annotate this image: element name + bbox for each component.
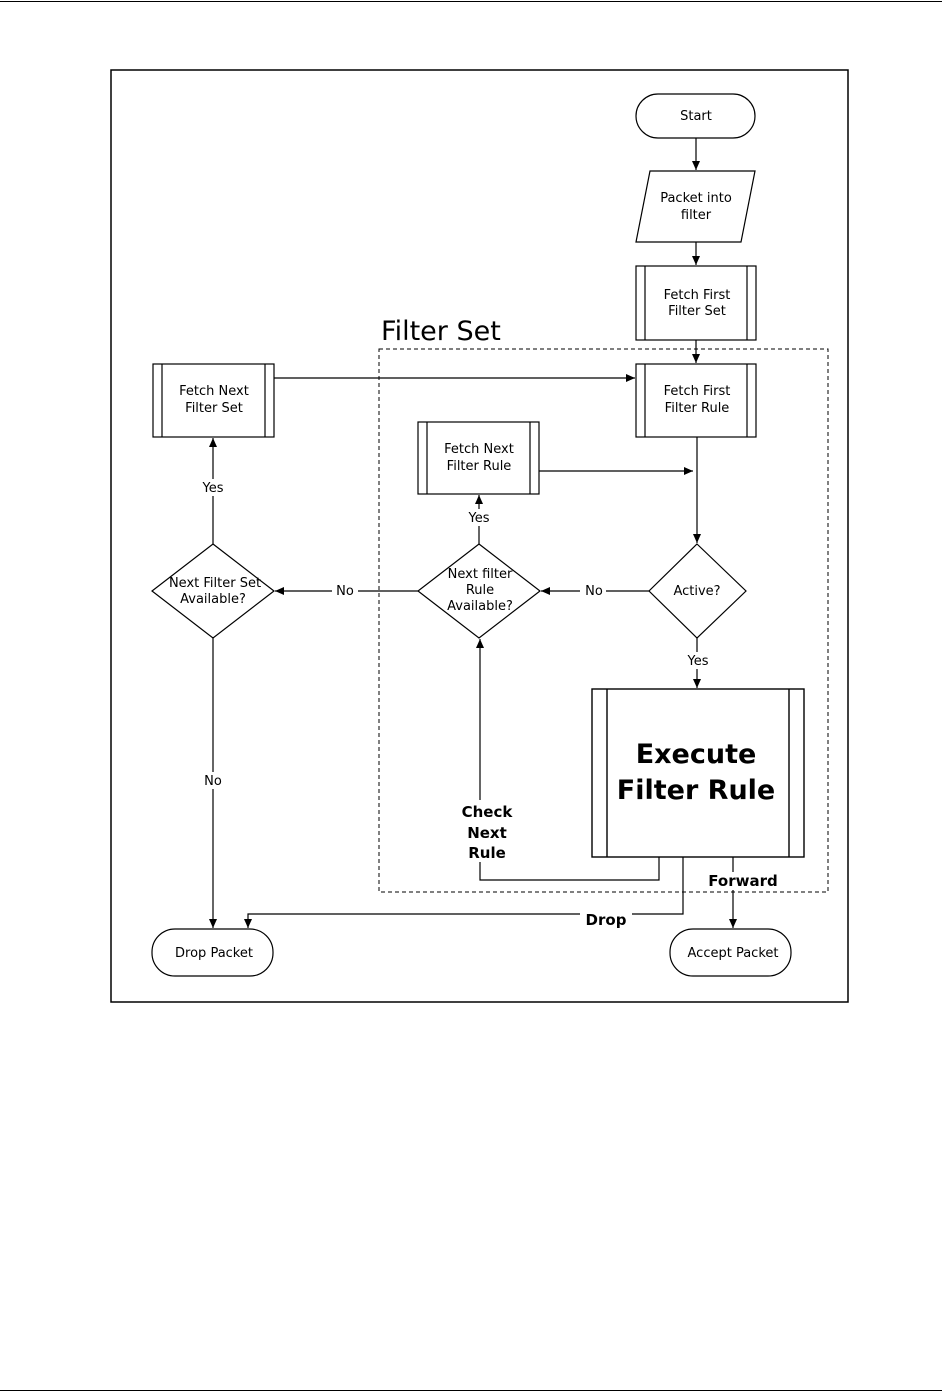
fetch-next-filter-rule-line-1: Fetch Next	[444, 442, 514, 457]
fetch-next-filter-rule-node: Fetch Next Filter Rule	[417, 421, 540, 495]
fetch-first-filter-rule-line-2: Filter Rule	[665, 401, 730, 416]
next-rule-yes-label: Yes	[468, 511, 490, 526]
next-set-available-line-2: Available?	[180, 592, 246, 607]
next-filter-rule-available-decision: Next filter Rule Available?	[417, 543, 541, 639]
next-rule-yes-label-bg	[465, 509, 495, 526]
drop-label: Drop	[586, 911, 627, 929]
fetch-first-filter-set-line-1: Fetch First	[664, 288, 731, 303]
fetch-next-filter-rule-line-2: Filter Rule	[447, 459, 512, 474]
next-set-no-label-bg	[200, 772, 226, 789]
accept-packet-label: Accept Packet	[688, 946, 779, 961]
next-rule-no-label: No	[336, 584, 354, 599]
check-next-rule-line-1: Check	[462, 803, 514, 821]
execute-filter-rule-line-2: Filter Rule	[617, 775, 775, 806]
start-node: Start	[635, 93, 756, 139]
next-set-yes-label-bg	[198, 479, 228, 496]
next-set-available-line-1: Next Filter Set	[169, 576, 261, 591]
execute-filter-rule-node: Execute Filter Rule	[591, 688, 805, 858]
filter-set-group-label: Filter Set	[381, 316, 501, 347]
fetch-next-filter-set-line-1: Fetch Next	[179, 384, 249, 399]
next-filter-set-available-decision: Next Filter Set Available?	[151, 543, 275, 639]
fetch-first-filter-set-node: Fetch First Filter Set	[635, 265, 757, 341]
execute-filter-rule-line-1: Execute	[636, 739, 757, 770]
fetch-first-filter-set-line-2: Filter Set	[668, 304, 726, 319]
check-next-rule-line-3: Rule	[468, 844, 506, 862]
active-decision: Active?	[648, 543, 747, 639]
start-label: Start	[680, 109, 712, 124]
edge-check-next-rule	[476, 639, 660, 881]
diagram-frame	[110, 69, 849, 1003]
page-top-rule	[0, 1, 942, 2]
check-next-rule-line-2: Next	[467, 824, 507, 842]
fetch-next-filter-set-line-2: Filter Set	[185, 401, 243, 416]
page-bottom-rule	[0, 1390, 942, 1391]
active-no-label: No	[585, 584, 603, 599]
drop-packet-node: Drop Packet	[151, 928, 274, 977]
fetch-first-filter-rule-line-1: Fetch First	[664, 384, 731, 399]
packet-into-filter-node: Packet into filter	[635, 170, 756, 243]
forward-label: Forward	[708, 872, 777, 890]
accept-packet-node: Accept Packet	[669, 928, 792, 977]
active-yes-label: Yes	[687, 654, 709, 669]
fetch-first-filter-rule-node: Fetch First Filter Rule	[635, 363, 757, 438]
active-no-label-bg	[580, 582, 606, 599]
active-label: Active?	[673, 584, 720, 599]
next-set-no-label: No	[204, 774, 222, 789]
packet-into-filter-line-1: Packet into	[660, 191, 732, 206]
fetch-next-filter-set-node: Fetch Next Filter Set	[152, 363, 275, 438]
next-rule-no-label-bg	[332, 582, 358, 599]
drop-packet-label: Drop Packet	[175, 946, 253, 961]
check-next-rule-label-bg	[455, 800, 519, 862]
packet-into-filter-line-2: filter	[681, 208, 712, 223]
drop-label-bg	[580, 906, 632, 926]
active-yes-label-bg	[684, 652, 712, 669]
next-rule-available-line-3: Available?	[447, 599, 513, 614]
edge-drop	[244, 857, 684, 928]
filter-set-group	[378, 348, 829, 893]
next-rule-available-line-2: Rule	[466, 583, 494, 598]
next-rule-available-line-1: Next filter	[448, 567, 513, 582]
next-set-yes-label: Yes	[202, 481, 224, 496]
forward-label-bg	[706, 872, 780, 890]
